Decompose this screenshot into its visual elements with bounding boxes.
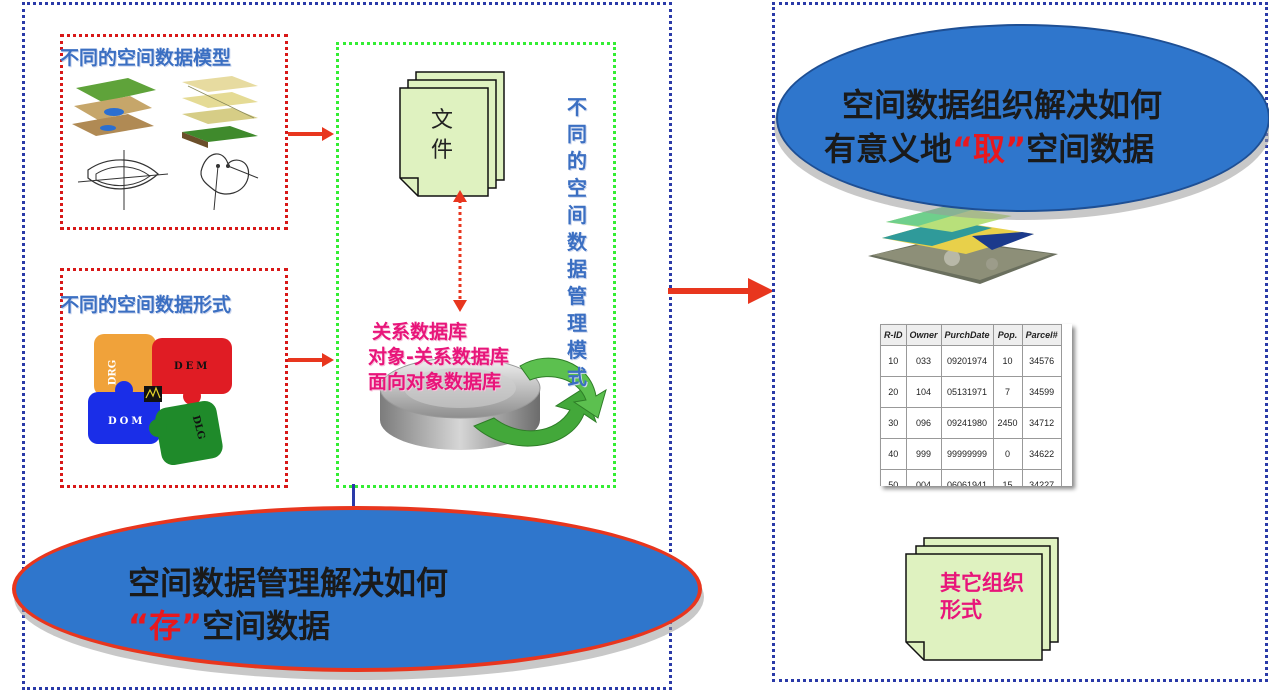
db-type-object-relational: 对象-关系数据库 bbox=[368, 346, 509, 368]
connector-line bbox=[352, 484, 355, 506]
table-cell: 34227 bbox=[1021, 469, 1062, 486]
management-modes-box bbox=[336, 42, 616, 488]
table-cell: 09201974 bbox=[940, 345, 994, 377]
retrieve-quote-close: ” bbox=[1005, 130, 1027, 168]
models-box bbox=[60, 34, 288, 230]
table-cell: 34599 bbox=[1021, 376, 1062, 408]
data-model-illustrations bbox=[72, 76, 259, 211]
table-cell: 50 bbox=[880, 469, 907, 486]
puzzle-dom-label: DOM bbox=[108, 416, 146, 427]
table-header-cell: Parcel# bbox=[1021, 324, 1062, 346]
table-cell: 104 bbox=[905, 376, 942, 408]
database-icon bbox=[379, 357, 607, 450]
store-ellipse bbox=[12, 506, 702, 672]
store-quote-close: ” bbox=[181, 607, 203, 645]
puzzle-graphic bbox=[88, 334, 232, 466]
arrow-forms-to-management bbox=[288, 353, 334, 367]
retrieve-ellipse-line2: 有意义地“取”空间数据 bbox=[824, 124, 1154, 170]
table-cell: 34712 bbox=[1021, 407, 1062, 439]
models-label: 不同的空间数据模型 bbox=[60, 47, 232, 69]
store-quote-word: 存 bbox=[149, 607, 182, 645]
arrow-left-to-right bbox=[668, 278, 774, 304]
store-quote-open: “ bbox=[128, 607, 150, 645]
table-cell: 30 bbox=[880, 407, 907, 439]
table-cell: 09241980 bbox=[940, 407, 994, 439]
table-header-cell: R-ID bbox=[880, 324, 907, 346]
other-forms-stack-icon bbox=[905, 537, 1059, 661]
table-cell: 0 bbox=[992, 438, 1023, 470]
table-cell: 096 bbox=[905, 407, 942, 439]
puzzle-drg-label: DRG bbox=[107, 359, 119, 386]
table-cell: 7 bbox=[992, 376, 1023, 408]
store-line2-rest: 空间数据 bbox=[202, 607, 331, 645]
puzzle-dem-label: DEM bbox=[174, 361, 211, 372]
table-cell: 033 bbox=[905, 345, 942, 377]
table-cell: 999 bbox=[905, 438, 942, 470]
store-ellipse-line2: “存”空间数据 bbox=[128, 601, 330, 647]
db-type-relational: 关系数据库 bbox=[372, 321, 468, 343]
db-type-object-oriented: 面向对象数据库 bbox=[368, 371, 502, 393]
table-cell: 34622 bbox=[1021, 438, 1062, 470]
table-cell: 05131971 bbox=[940, 376, 994, 408]
file-label: 文件 bbox=[430, 108, 453, 163]
retrieve-line2-rest: 空间数据 bbox=[1026, 130, 1155, 168]
table-cell: 2450 bbox=[992, 407, 1023, 439]
table-header-cell: Owner bbox=[905, 324, 942, 346]
file-database-link bbox=[453, 190, 467, 312]
table-cell: 10 bbox=[992, 345, 1023, 377]
right-panel bbox=[772, 2, 1268, 682]
management-modes-label: 不同的空间数据管理模式 bbox=[567, 95, 587, 389]
table-cell: 20 bbox=[880, 376, 907, 408]
table-cell: 10 bbox=[880, 345, 907, 377]
table-cell: 004 bbox=[905, 469, 942, 486]
forms-box bbox=[60, 268, 288, 488]
retrieve-line2-prefix: 有意义地 bbox=[824, 130, 953, 168]
table-cell: 06061941 bbox=[940, 469, 994, 486]
table-cell: 99999999 bbox=[940, 438, 994, 470]
table-cell: 34576 bbox=[1021, 345, 1062, 377]
retrieve-quote-word: 取 bbox=[973, 130, 1006, 168]
retrieve-ellipse-line1: 空间数据组织解决如何 bbox=[842, 86, 1163, 124]
table-header-cell: Pop. bbox=[992, 324, 1023, 346]
table-cell: 40 bbox=[880, 438, 907, 470]
retrieve-ellipse bbox=[776, 24, 1269, 212]
table-cell: 15 bbox=[992, 469, 1023, 486]
left-panel bbox=[22, 2, 672, 690]
table-header-cell: PurchDate bbox=[940, 324, 994, 346]
file-stack-icon bbox=[399, 71, 505, 197]
forms-label: 不同的空间数据形式 bbox=[60, 294, 232, 316]
store-ellipse-line1: 空间数据管理解决如何 bbox=[128, 564, 449, 602]
other-forms-label: 其它组织形式 bbox=[940, 571, 1024, 622]
arrow-models-to-management bbox=[288, 127, 334, 141]
retrieve-quote-open: “ bbox=[952, 130, 974, 168]
